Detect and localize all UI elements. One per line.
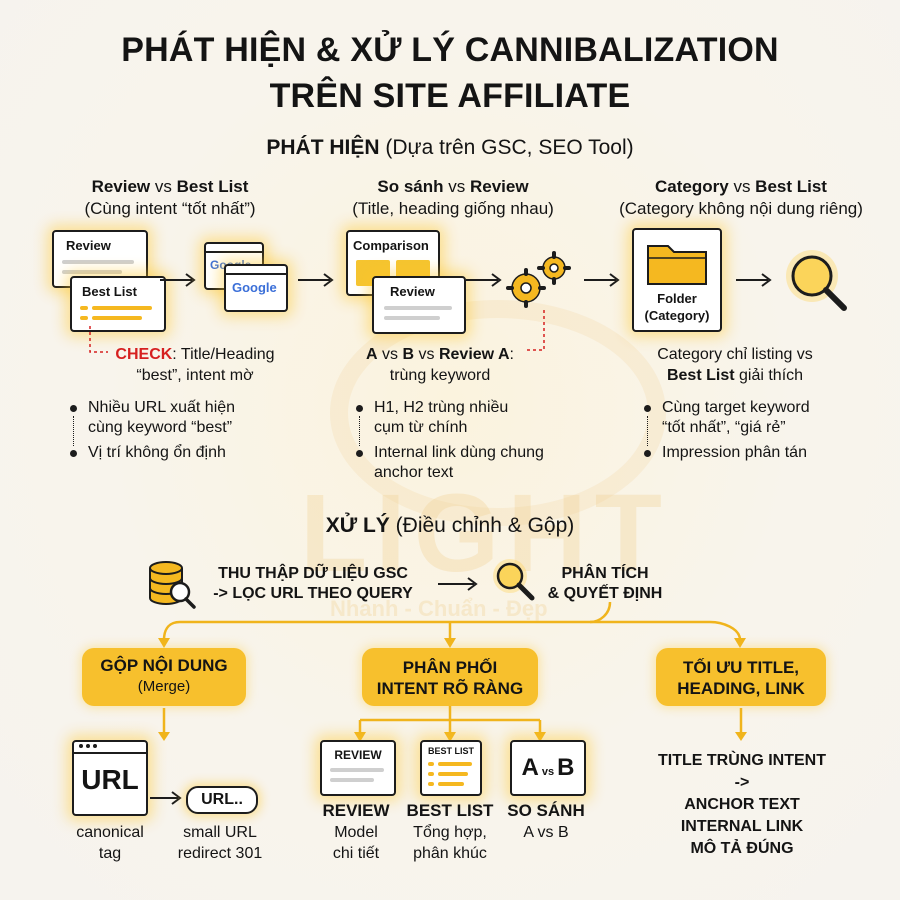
arrow-icon — [466, 273, 502, 287]
gears-icon — [506, 251, 571, 308]
bullet-dot — [644, 450, 651, 457]
col3-bullet-2: Impression phân tán — [662, 444, 807, 461]
review-icon: REVIEW — [320, 740, 396, 796]
google-serp-icon-2: Google — [224, 264, 288, 312]
bullet-dot — [356, 405, 363, 412]
step-analyze-decide: PHÂN TÍCH& QUYẾT ĐỊNH — [547, 565, 663, 602]
arrow-icon — [150, 791, 182, 805]
col3-heading: Category vs Best List (Category không nộ… — [619, 177, 863, 218]
bullet-connector — [73, 416, 74, 446]
bullet-dot — [70, 450, 77, 457]
arrow-icon — [736, 273, 772, 287]
page-title-line1: PHÁT HIỆN & XỬ LÝ CANNIBALIZATION — [121, 31, 779, 69]
database-search-icon — [149, 561, 196, 609]
category-folder-card: Folder(Category) — [632, 228, 722, 332]
arrow-icon — [160, 273, 196, 287]
magnifier-icon-2 — [493, 559, 535, 601]
col1-check-note: CHECK: Title/Heading “best”, intent mờ — [115, 346, 275, 384]
col1-heading: Review vs Best List (Cùng intent “tốt nh… — [84, 177, 256, 218]
bullet-dot — [70, 405, 77, 412]
optimize-steps: TITLE TRÙNG INTENT -> ANCHOR TEXT INTERN… — [658, 752, 826, 857]
bullet-dot — [644, 405, 651, 412]
arrow-down-icon — [158, 708, 170, 741]
branch-connector — [158, 601, 746, 648]
step-collect-data: THU THẬP DỮ LIỆU GSC-> LỌC URL THEO QUER… — [213, 565, 413, 602]
col2-note: A vs B vs Review A: trùng keyword — [366, 346, 514, 384]
bestlist-page-icon: Best List — [70, 276, 166, 332]
gear-connector — [526, 310, 545, 351]
arrow-down-icon — [735, 708, 747, 741]
bestlist-icon: BEST LIST — [420, 740, 482, 796]
process-heading: XỬ LÝ (Điều chỉnh & Gộp) — [325, 514, 575, 537]
watermark-tagline: Nhanh - Chuẩn - Đẹp — [330, 596, 548, 621]
arrow-icon — [438, 577, 478, 591]
intent-connector — [354, 706, 546, 742]
col1-bullet-2: Vị trí không ổn định — [88, 444, 226, 461]
col3-note: Category chỉ listing vs Best List giải t… — [657, 346, 813, 384]
merge-pill: GỘP NỘI DUNG (Merge) — [82, 648, 246, 706]
watermark-text: LIGHT — [300, 472, 670, 595]
detect-heading: PHÁT HIỆN (Dựa trên GSC, SEO Tool) — [266, 136, 634, 159]
bullet-connector — [359, 416, 360, 446]
magnifier-icon — [786, 250, 847, 311]
small-url-badge: URL.. — [186, 786, 258, 814]
url-page-icon: URL — [72, 740, 148, 816]
arrow-icon — [298, 273, 334, 287]
bullet-dot — [356, 450, 363, 457]
col2-heading: So sánh vs Review (Title, heading giống … — [352, 177, 554, 218]
bullet-connector — [647, 416, 648, 446]
folder-icon — [647, 245, 707, 285]
col3-bullet-1: Cùng target keyword“tốt nhất”, “giá rẻ” — [662, 399, 810, 436]
review-page-icon-2: Review — [372, 276, 466, 334]
check-connector — [89, 326, 108, 353]
arrow-icon — [584, 273, 620, 287]
optimize-pill: TỐI ƯU TITLE,HEADING, LINK — [656, 648, 826, 706]
page-title-line2: TRÊN SITE AFFILIATE — [269, 77, 631, 115]
